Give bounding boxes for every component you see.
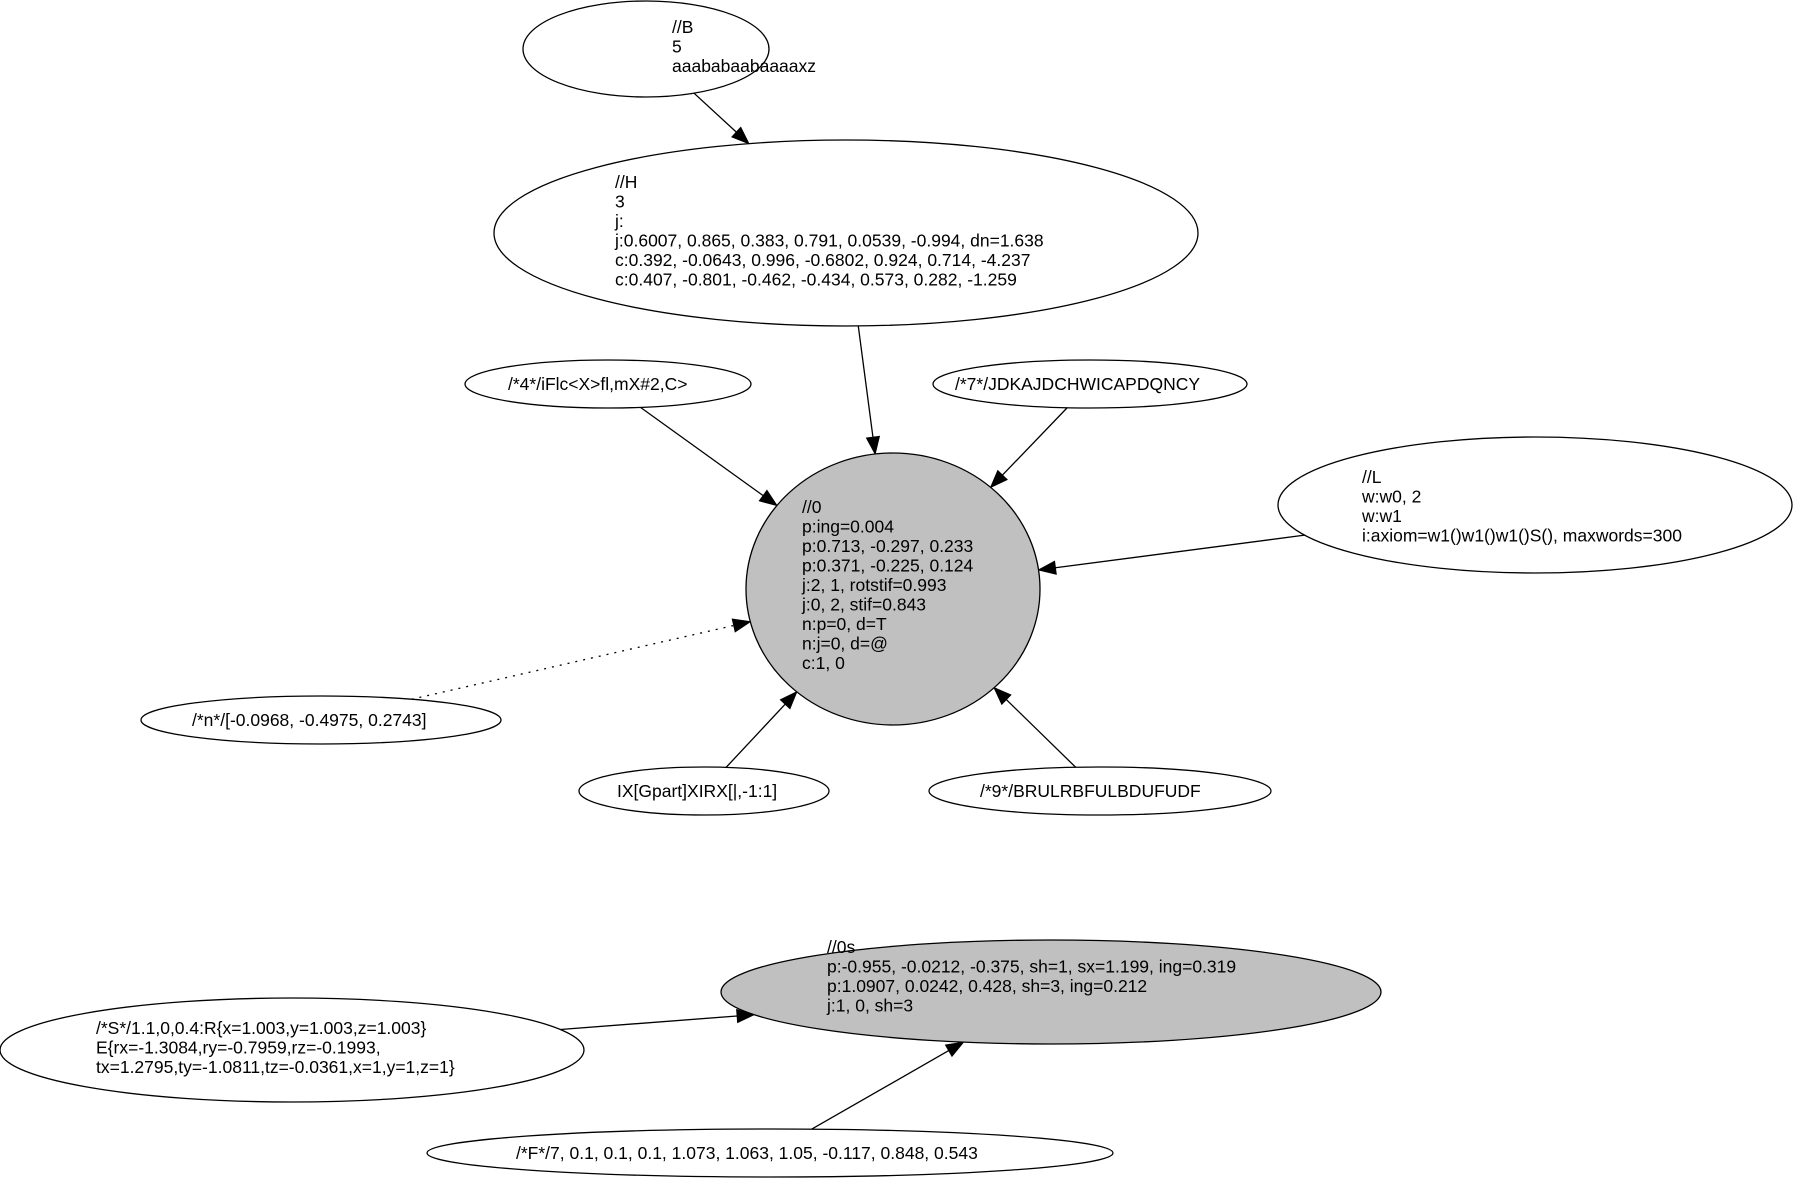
edge-n4-to-n0: [640, 406, 779, 507]
node-label-line: p:0.371, -0.225, 0.124: [802, 556, 974, 576]
node-ellipse: [578, 766, 830, 816]
node-nn: /*n*/[-0.0968, -0.4975, 0.2743]: [140, 695, 502, 745]
arrowhead: [731, 126, 750, 145]
node-ellipse: [426, 1128, 1114, 1178]
edge-line: [811, 1050, 950, 1130]
node-label-line: p:-0.955, -0.0212, -0.375, sh=1, sx=1.19…: [827, 957, 1236, 977]
node-label-line: c:0.392, -0.0643, 0.996, -0.6802, 0.924,…: [615, 250, 1030, 270]
edge-line: [857, 325, 874, 438]
edge-line: [411, 624, 734, 700]
edge-line: [1005, 699, 1077, 768]
node-label-line: /*9*/BRULRBFULBDUFUDF: [980, 781, 1201, 801]
node-label-line: IX[Gpart]XIRX[|,-1:1]: [617, 781, 777, 801]
edge-b-to-h: [693, 92, 750, 145]
node-label-line: p:1.0907, 0.0242, 0.428, sh=3, ing=0.212: [827, 976, 1147, 996]
node-ellipse: [493, 139, 1199, 327]
node-ellipse: [720, 939, 1382, 1045]
node-label-line: n:j=0, d=@: [802, 634, 888, 654]
edge-line: [693, 92, 737, 133]
node-ellipse: [1277, 436, 1793, 574]
edge-n7-to-n0: [989, 407, 1068, 489]
node-label-line: /*S*/1.1,0,0.4:R{x=1.003,y=1.003,z=1.003…: [96, 1018, 426, 1038]
node-label-line: 3: [615, 192, 625, 212]
node-label-line: j:0.6007, 0.865, 0.383, 0.791, 0.0539, -…: [614, 231, 1044, 251]
edge-f-to-n0s: [811, 1041, 965, 1130]
edges-layer: [411, 92, 1305, 1130]
node-label-line: c:1, 0: [802, 653, 845, 673]
node-label-line: //B: [672, 17, 693, 37]
arrowhead: [758, 489, 779, 507]
node-f: /*F*/7, 0.1, 0.1, 0.1, 1.073, 1.063, 1.0…: [426, 1128, 1114, 1178]
node-ellipse: [0, 997, 585, 1103]
node-ellipse: [140, 695, 502, 745]
node-s: /*S*/1.1,0,0.4:R{x=1.003,y=1.003,z=1.003…: [0, 997, 585, 1103]
arrowhead: [1037, 560, 1057, 575]
edge-h-to-n0: [857, 325, 881, 456]
arrowhead: [989, 469, 1009, 489]
edge-line: [640, 406, 764, 497]
node-ellipse: [522, 0, 770, 98]
arrowhead: [944, 1041, 965, 1058]
node-label-line: 5: [672, 37, 682, 57]
node-label-line: w:w0, 2: [1361, 487, 1421, 507]
node-label-line: p:ing=0.004: [802, 517, 894, 537]
node-label-line: /*F*/7, 0.1, 0.1, 0.1, 1.073, 1.063, 1.0…: [516, 1143, 978, 1163]
node-label-line: //0: [802, 497, 822, 517]
node-ellipse: [464, 359, 752, 409]
node-label-line: E{rx=-1.3084,ry=-0.7959,rz=-0.1993,: [96, 1038, 381, 1058]
node-ellipse: [928, 766, 1272, 816]
node-ellipse: [932, 359, 1248, 409]
node-label-line: //L: [1362, 467, 1382, 487]
node-label-line: j:: [614, 211, 624, 231]
node-label-line: n:p=0, d=T: [802, 614, 887, 634]
edge-nn-to-n0: [411, 618, 752, 700]
edge-l-to-n0: [1037, 534, 1305, 575]
node-ellipse: [745, 452, 1041, 726]
node-label-line: c:0.407, -0.801, -0.462, -0.434, 0.573, …: [615, 270, 1017, 290]
node-label-line: /*7*/JDKAJDCHWICAPDQNCY: [955, 374, 1200, 394]
edge-ix-to-n0: [725, 690, 798, 768]
edge-line: [1055, 534, 1305, 569]
edge-line: [725, 703, 786, 768]
edge-s-to-n0s: [560, 1008, 756, 1031]
arrowhead: [779, 690, 798, 710]
node-label-line: j:1, 0, sh=3: [826, 996, 913, 1016]
node-label-line: w:w1: [1361, 506, 1402, 526]
node-label-line: aaababaabaaaaxz: [672, 56, 816, 76]
arrowhead: [731, 618, 752, 633]
node-h: //H3j:j:0.6007, 0.865, 0.383, 0.791, 0.0…: [493, 139, 1199, 327]
node-n9: /*9*/BRULRBFULBDUFUDF: [928, 766, 1272, 816]
arrowhead: [993, 686, 1012, 706]
edge-line: [1001, 407, 1068, 476]
node-label-line: p:0.713, -0.297, 0.233: [802, 536, 973, 556]
node-label-line: /*n*/[-0.0968, -0.4975, 0.2743]: [192, 710, 426, 730]
node-label-line: j:0, 2, stif=0.843: [801, 595, 926, 615]
node-l: //Lw:w0, 2w:w1i:axiom=w1()w1()w1()S(), m…: [1277, 436, 1793, 574]
node-label-line: tx=1.2795,ty=-1.0811,tz=-0.0361,x=1,y=1,…: [96, 1057, 455, 1077]
node-label-line: /*4*/iFlc<X>fl,mX#2,C>: [508, 374, 687, 394]
edge-line: [560, 1015, 738, 1031]
node-label-line: j:2, 1, rotstif=0.993: [801, 575, 946, 595]
node-ix: IX[Gpart]XIRX[|,-1:1]: [578, 766, 830, 816]
node-n7: /*7*/JDKAJDCHWICAPDQNCY: [932, 359, 1248, 409]
node-label-line: //H: [615, 172, 637, 192]
node-label-line: //0s: [827, 937, 855, 957]
node-n4: /*4*/iFlc<X>fl,mX#2,C>: [464, 359, 752, 409]
edge-n9-to-n0: [993, 686, 1077, 768]
node-n0s: //0sp:-0.955, -0.0212, -0.375, sh=1, sx=…: [720, 937, 1382, 1045]
node-label-line: i:axiom=w1()w1()w1()S(), maxwords=300: [1362, 526, 1682, 546]
arrowhead: [865, 435, 881, 456]
